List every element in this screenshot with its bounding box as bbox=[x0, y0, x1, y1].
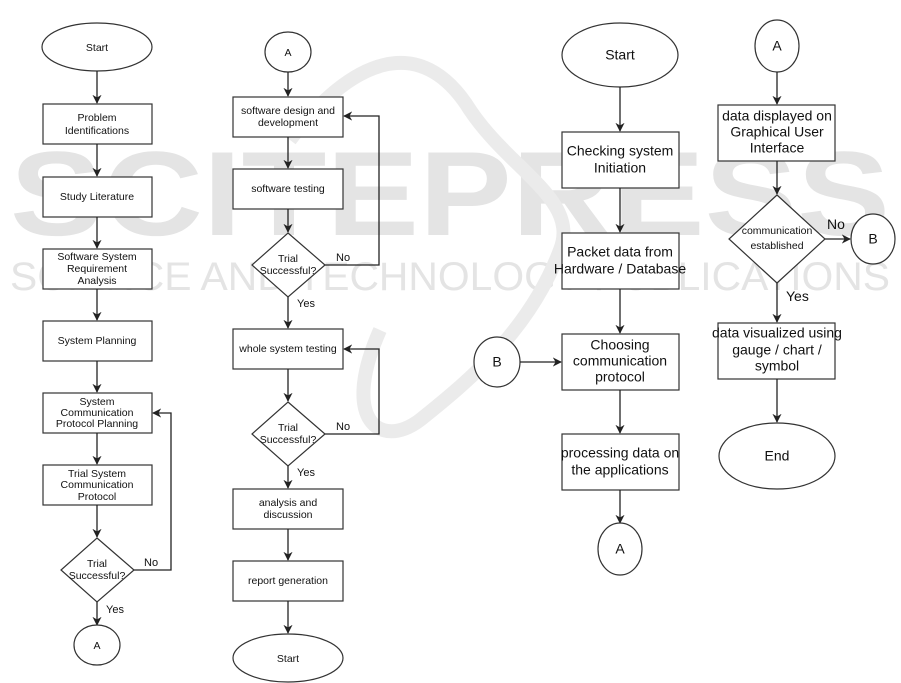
flow1-step5-line1: System bbox=[79, 396, 114, 408]
flow2-no-loop-2 bbox=[325, 344, 380, 435]
flow1-step-problem-identifications bbox=[42, 103, 153, 145]
flow1-step1-line1: Problem bbox=[77, 112, 116, 124]
flow2-connector-a-label: A bbox=[284, 47, 291, 59]
flow3-connector-b-label: B bbox=[492, 354, 501, 370]
flow1: Start Problem Identifications Study Lite… bbox=[41, 22, 172, 666]
flow1-step6-line2: Communication bbox=[61, 479, 134, 491]
flow1-step-system-planning bbox=[42, 320, 153, 362]
flow4-connector-a-label: A bbox=[772, 38, 782, 54]
flow4-step2-line1: data visualized using bbox=[712, 325, 842, 341]
flow4-step2-line3: symbol bbox=[755, 358, 799, 374]
flow2: A software design and development softwa… bbox=[232, 31, 380, 683]
flow2-decision1-line2: Successful? bbox=[260, 265, 317, 277]
flow2-decision1-line1: Trial bbox=[278, 253, 298, 265]
flow2-end-terminal bbox=[232, 633, 344, 683]
flow2-decision2-line1: Trial bbox=[278, 422, 298, 434]
flow2-step3-line1: whole system testing bbox=[238, 343, 337, 355]
flow4-step1-line2: Graphical User bbox=[730, 124, 824, 140]
flow4-connector-b bbox=[850, 213, 896, 265]
flow4-end-terminal bbox=[718, 422, 836, 490]
flow4-yes-label: Yes bbox=[786, 288, 809, 304]
flow1-step2-line1: Study Literature bbox=[60, 191, 134, 203]
flow1-decision-line2: Successful? bbox=[69, 570, 126, 582]
flow3-step3-line3: protocol bbox=[595, 369, 645, 385]
flow4: A data displayed on Graphical User Inter… bbox=[712, 19, 896, 490]
flow1-step-requirement-analysis bbox=[42, 248, 153, 290]
flow4-step2-line2: gauge / chart / bbox=[732, 342, 822, 358]
flow2-step1-line2: development bbox=[258, 117, 318, 129]
flow2-step-report-generation bbox=[232, 560, 344, 602]
flow3-step2-line1: Packet data from bbox=[567, 244, 673, 260]
flow2-step4-line2: discussion bbox=[263, 509, 312, 521]
flow1-step4-line1: System Planning bbox=[58, 335, 137, 347]
flow4-step1-line3: Interface bbox=[750, 140, 805, 156]
flow1-connector-a-label: A bbox=[93, 640, 100, 652]
flow2-step-analysis-discussion bbox=[232, 488, 344, 530]
flow2-no1-label: No bbox=[336, 252, 350, 264]
flow1-step5-line3: Protocol Planning bbox=[56, 418, 138, 430]
flow1-yes-label: Yes bbox=[106, 604, 124, 616]
flow2-step-software-testing bbox=[232, 168, 344, 210]
flow3-step4-line2: the applications bbox=[571, 462, 668, 478]
flow3-step1-line1: Checking system bbox=[567, 143, 674, 159]
flow2-end-label: Start bbox=[277, 653, 299, 665]
flow2-yes1-label: Yes bbox=[297, 298, 315, 310]
flow1-step3-line3: Analysis bbox=[77, 275, 116, 287]
flow1-step1-line2: Identifications bbox=[65, 125, 129, 137]
flow3-step3-line1: Choosing bbox=[590, 337, 649, 353]
flow4-decision-line2: established bbox=[750, 240, 803, 252]
flow2-no-loop-1 bbox=[325, 111, 380, 266]
flow1-step6-line3: Protocol bbox=[78, 491, 117, 503]
flow4-connector-b-label: B bbox=[868, 231, 877, 247]
flow2-step1-line1: software design and bbox=[241, 105, 335, 117]
flow3-step4-line1: processing data on bbox=[561, 445, 679, 461]
flow1-step-study-literature bbox=[42, 176, 153, 218]
flow1-step6-line1: Trial System bbox=[68, 468, 126, 480]
flow3-start-label: Start bbox=[605, 47, 635, 63]
flow1-decision-line1: Trial bbox=[87, 558, 107, 570]
flow1-no-loop bbox=[134, 408, 172, 571]
flow3-step2-line2: Hardware / Database bbox=[554, 261, 687, 277]
flow3-step-processing-data bbox=[561, 433, 680, 491]
flow1-step3-line2: Requirement bbox=[67, 263, 127, 275]
flow2-step2-line1: software testing bbox=[251, 183, 325, 195]
flow1-no-label: No bbox=[144, 557, 158, 569]
flow2-no2-label: No bbox=[336, 421, 350, 433]
flow4-step-data-displayed bbox=[717, 104, 836, 162]
flow4-step-data-visualized bbox=[717, 322, 836, 380]
flow3-step-choosing-protocol bbox=[561, 333, 680, 391]
flow2-step-whole-system-testing bbox=[232, 328, 344, 370]
flow1-start-label: Start bbox=[86, 42, 108, 54]
flow2-decision2-line2: Successful? bbox=[260, 434, 317, 446]
flow3: Start Checking system Initiation Packet … bbox=[473, 22, 687, 576]
flow3-connector-a-label: A bbox=[615, 541, 625, 557]
flow1-step3-line1: Software System bbox=[57, 251, 137, 263]
flow4-no-label: No bbox=[827, 216, 845, 232]
flow1-connector-a bbox=[73, 624, 121, 666]
flow2-step5-line1: report generation bbox=[248, 575, 328, 587]
flow3-connector-a bbox=[597, 522, 643, 576]
flow4-step1-line1: data displayed on bbox=[722, 108, 832, 124]
flow4-decision-line1: communication bbox=[742, 225, 813, 237]
flow3-step3-line2: communication bbox=[573, 353, 667, 369]
flow3-step1-line2: Initiation bbox=[594, 160, 646, 176]
flow3-step-checking-initiation bbox=[561, 131, 680, 189]
flow4-end-label: End bbox=[765, 448, 790, 464]
flow2-step4-line1: analysis and bbox=[259, 497, 318, 509]
flow3-step-packet-data bbox=[561, 232, 680, 290]
flow2-yes2-label: Yes bbox=[297, 467, 315, 479]
flow1-step5-line2: Communication bbox=[61, 407, 134, 419]
flow2-step-software-design bbox=[232, 96, 344, 138]
